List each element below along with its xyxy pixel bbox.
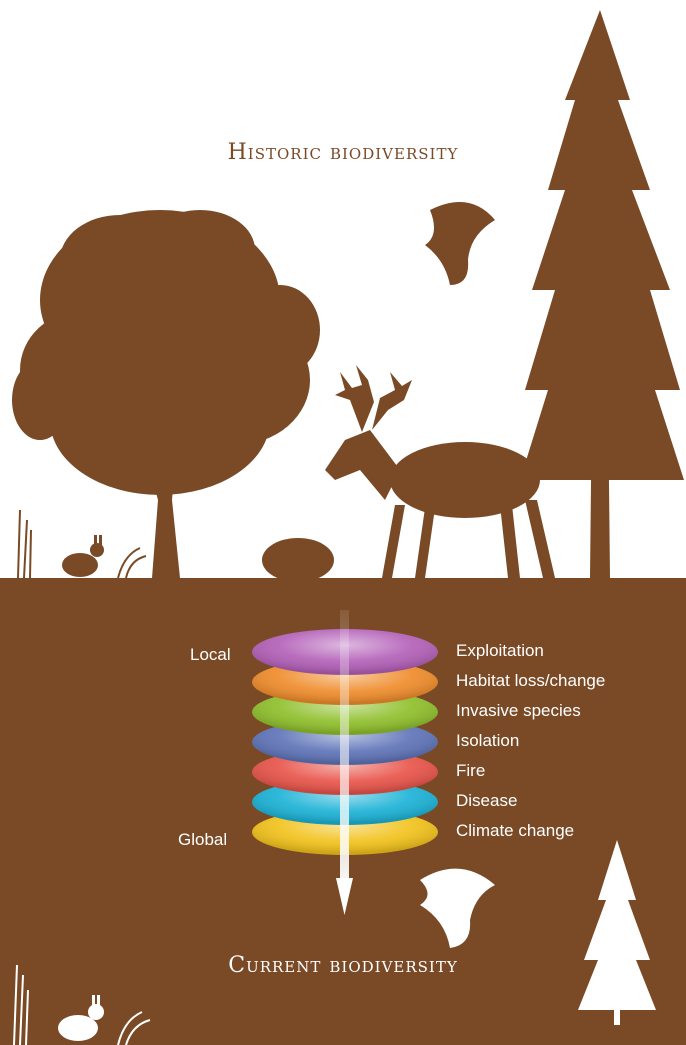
pine-tree-icon xyxy=(520,10,684,578)
threat-list: Exploitation Habitat loss/change Invasiv… xyxy=(456,640,605,850)
oak-tree-icon xyxy=(12,210,320,578)
threat-label-habitat-loss: Habitat loss/change xyxy=(456,670,605,700)
historic-biodiversity-title: Historic biodiversity xyxy=(0,140,686,165)
caribou-icon xyxy=(325,365,555,578)
local-scale-label: Local xyxy=(190,645,231,665)
current-biodiversity-title: Current biodiversity xyxy=(0,953,686,978)
threat-label-disease: Disease xyxy=(456,790,605,820)
threat-label-exploitation: Exploitation xyxy=(456,640,605,670)
shrub-icon xyxy=(262,538,334,582)
rabbit-icon xyxy=(62,535,104,577)
threat-label-invasive-species: Invasive species xyxy=(456,700,605,730)
threat-label-fire: Fire xyxy=(456,760,605,790)
bird-icon xyxy=(425,202,495,285)
global-scale-label: Global xyxy=(178,830,227,850)
threat-label-isolation: Isolation xyxy=(456,730,605,760)
threat-label-climate-change: Climate change xyxy=(456,820,605,850)
